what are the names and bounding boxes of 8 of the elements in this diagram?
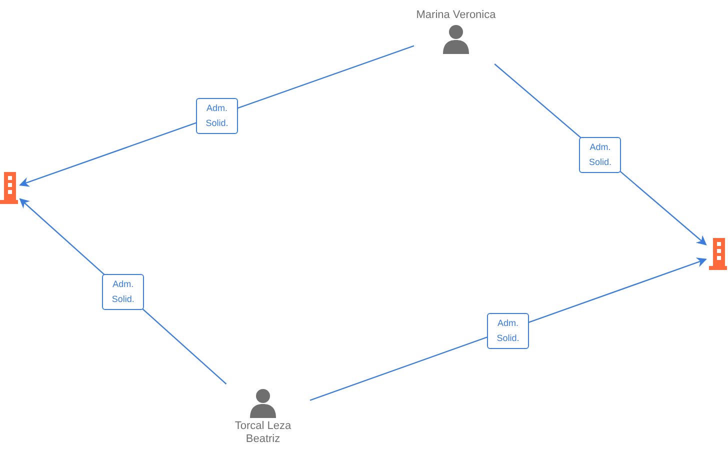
- arrow: [19, 45, 414, 187]
- edge-label: Adm. Solid.: [579, 137, 622, 174]
- person-name: Torcal Leza Beatriz: [234, 420, 292, 446]
- edge-label: Adm. Solid.: [102, 274, 144, 310]
- edge-label: Adm. Solid.: [196, 98, 238, 134]
- edge-label: Adm. Solid.: [487, 312, 529, 349]
- arrow: [310, 258, 707, 401]
- person-name: Marina Veronica: [416, 8, 496, 22]
